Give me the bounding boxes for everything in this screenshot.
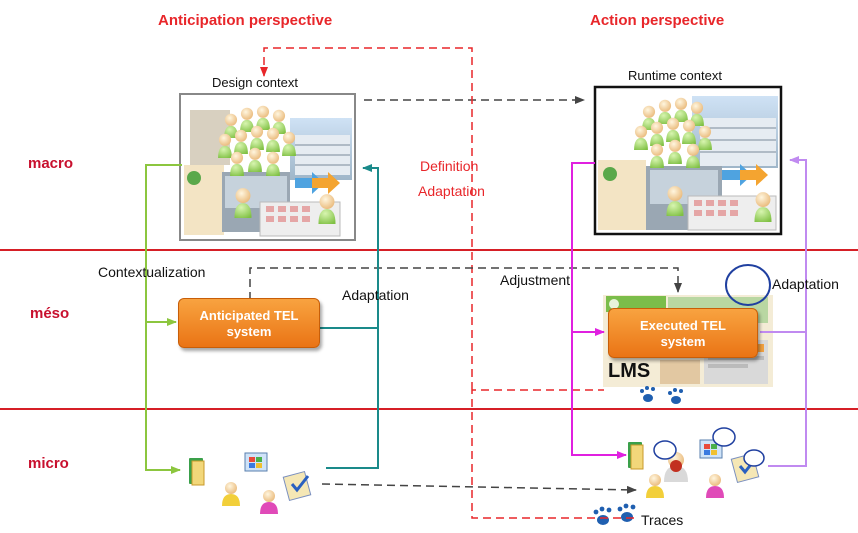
- computer-icon: [244, 452, 268, 472]
- document-icon-right: [628, 442, 644, 470]
- paw-print-icon-meso: [640, 386, 683, 404]
- learner-icon-yellow: [222, 482, 240, 506]
- executed-tel-system-box: Executed TEL system: [608, 308, 758, 358]
- arrow-adjustment: [249, 267, 682, 300]
- lms-label: LMS: [608, 360, 651, 382]
- arrow-adaptation-left-meso: [320, 164, 379, 329]
- speech-bubbles: [653, 427, 765, 467]
- anticipated-tel-system-line1: Anticipated TEL: [199, 308, 299, 323]
- checklist-icon: [282, 470, 312, 502]
- learner-icon-pink: [260, 490, 278, 514]
- runtime-context-image: [593, 85, 783, 236]
- design-context-image: [179, 93, 356, 241]
- arrow-runtime-to-executed: [571, 162, 605, 336]
- level-label-micro: micro: [28, 455, 69, 472]
- level-label-meso: méso: [30, 305, 70, 322]
- label-adaptation-left: Adaptation: [342, 287, 409, 303]
- label-contextualization: Contextualization: [98, 264, 206, 280]
- arrow-adaptation-left-micro: [326, 328, 379, 469]
- arrow-runtime-to-micro: [571, 332, 627, 459]
- header-action-perspective: Action perspective: [590, 12, 725, 29]
- document-icon: [189, 458, 205, 486]
- label-traces: Traces: [641, 512, 684, 528]
- label-adjustment: Adjustment: [500, 272, 571, 288]
- header-anticipation-perspective: Anticipation perspective: [158, 12, 333, 29]
- arrow-adaptation-right-macro: [789, 156, 807, 332]
- arrow-micro-traces: [321, 483, 637, 494]
- arrow-contextualization-meso: [145, 164, 182, 326]
- level-label-macro: macro: [28, 155, 74, 172]
- anticipated-tel-system-line2: system: [226, 324, 272, 339]
- paw-print-icon-traces: [593, 503, 636, 525]
- arrow-definition-loop: [264, 47, 634, 519]
- anticipated-tel-system-box: Anticipated TEL system: [178, 298, 320, 348]
- arrow-adaptation-right-micro: [760, 331, 807, 467]
- label-adaptation-right: Adaptation: [772, 276, 839, 292]
- label-definition: Definition: [420, 158, 479, 174]
- executed-tel-system-line1: Executed TEL: [640, 318, 726, 333]
- learner-icon-yellow-right: [646, 474, 664, 498]
- label-adaptation-center: Adaptation: [418, 183, 485, 199]
- arrow-contextualization-micro: [145, 322, 181, 474]
- runtime-context-title: Runtime context: [628, 68, 722, 83]
- executed-tel-system-line2: system: [660, 334, 706, 349]
- design-context-title: Design context: [212, 75, 298, 90]
- learner-icon-pink-right: [706, 474, 724, 498]
